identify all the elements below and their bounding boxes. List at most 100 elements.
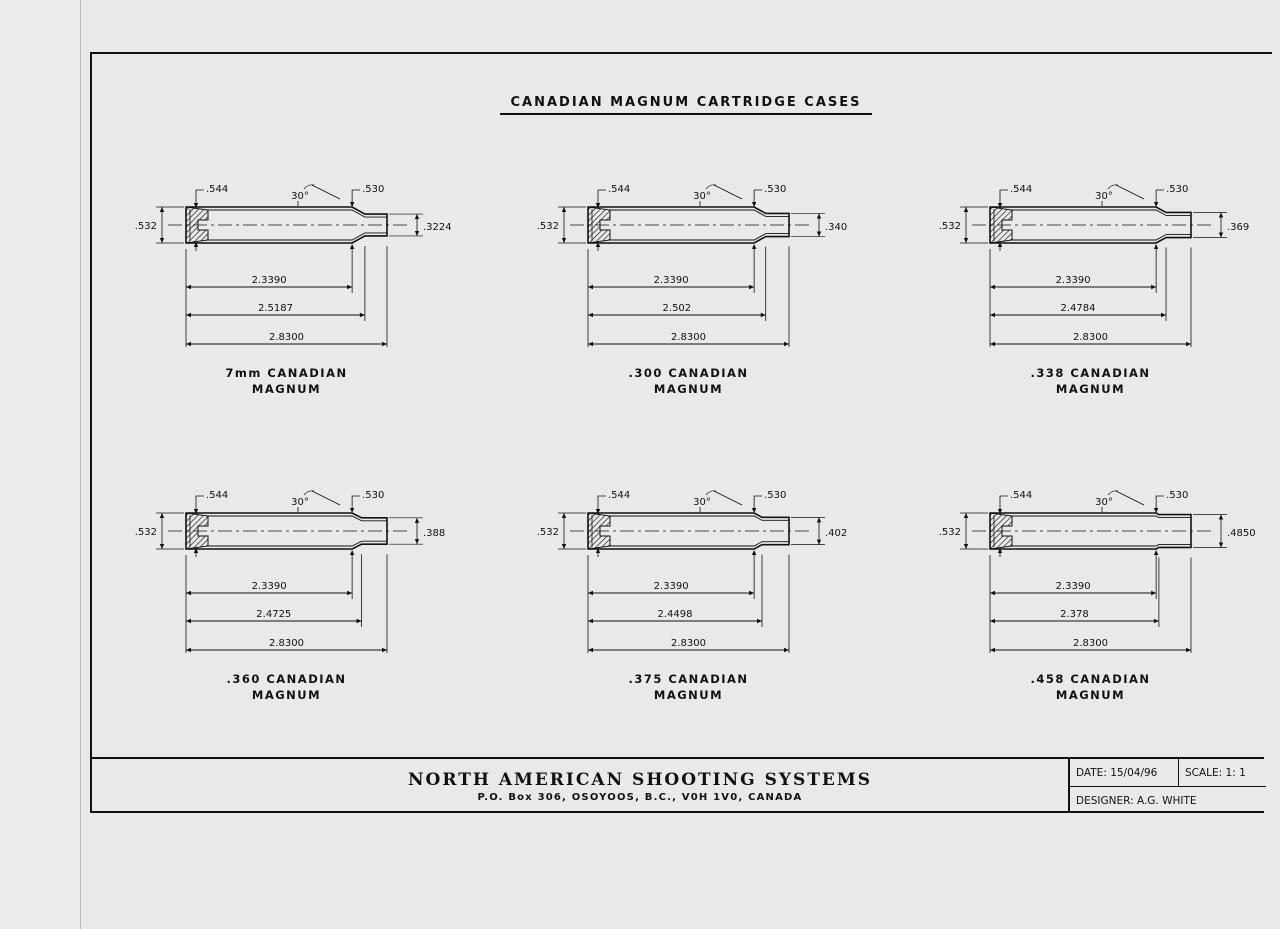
- arrowhead: [816, 231, 822, 237]
- arrowhead: [1153, 244, 1159, 249]
- leader-line: [351, 189, 361, 207]
- arrowhead: [561, 513, 567, 518]
- arrowhead: [595, 548, 601, 553]
- arrowhead: [588, 590, 593, 596]
- angle-arc: [303, 490, 315, 496]
- case-outline: [185, 512, 388, 550]
- angle-line: [713, 184, 743, 200]
- arrowhead: [159, 544, 165, 549]
- arrowhead: [588, 312, 593, 318]
- arrowhead: [349, 508, 355, 513]
- case-outline: [587, 206, 790, 244]
- cartridge-name-line2: MAGNUM: [653, 382, 724, 396]
- leader-line: [1155, 495, 1165, 513]
- angle-arc: [303, 184, 315, 190]
- shoulder-diameter-label: .530: [362, 184, 384, 195]
- arrowhead: [1186, 341, 1191, 347]
- shoulder-angle-label: 30°: [291, 497, 309, 508]
- arrowhead: [1161, 312, 1167, 318]
- shoulder-diameter-label: .530: [362, 490, 384, 501]
- neck-length-label: 2.4498: [657, 609, 692, 620]
- arrowhead: [414, 214, 420, 220]
- cartridge-name: .375 CANADIAN MAGNUM: [579, 671, 799, 703]
- leader-line: [753, 495, 763, 513]
- cartridge-name-line1: .375 CANADIAN: [628, 672, 749, 686]
- arrowhead: [193, 509, 199, 514]
- arrowhead: [990, 341, 995, 347]
- arrowhead: [963, 513, 969, 518]
- neck-length-label: 2.4725: [256, 609, 291, 620]
- angle-line: [311, 490, 341, 506]
- leader-line: [597, 495, 606, 514]
- arrowhead: [588, 341, 593, 347]
- shoulder-diameter-label: .530: [764, 490, 786, 501]
- arrowhead: [588, 647, 593, 653]
- neck-length-label: 2.4784: [1061, 303, 1096, 314]
- arrowhead: [159, 207, 165, 212]
- arrowhead: [1151, 590, 1157, 596]
- arrowhead: [784, 341, 789, 347]
- arrowhead: [347, 590, 353, 596]
- arrowhead: [382, 647, 387, 653]
- shoulder-angle-label: 30°: [291, 191, 309, 202]
- cartridge-name-line1: .300 CANADIAN: [628, 366, 749, 380]
- arrowhead: [751, 550, 757, 555]
- arrowhead: [816, 213, 822, 219]
- shoulder-diameter-label: .530: [1166, 490, 1188, 501]
- drawing-frame: [90, 52, 1272, 811]
- arrowhead: [749, 590, 755, 596]
- case-inner-wall: [206, 209, 387, 241]
- arrowhead: [749, 284, 755, 290]
- arrowhead: [186, 647, 191, 653]
- arrowhead: [751, 244, 757, 249]
- base-diameter-label: .544: [608, 490, 630, 501]
- leader-line: [351, 495, 361, 513]
- arrowhead: [186, 341, 191, 347]
- arrowhead: [588, 284, 593, 290]
- cartridge-name-line2: MAGNUM: [251, 688, 322, 702]
- neck-diameter-label: .369: [1227, 222, 1249, 233]
- neck-length-label: 2.378: [1060, 609, 1089, 620]
- rim-diameter-label: .532: [135, 527, 157, 538]
- angle-arc: [705, 490, 717, 496]
- designer-field: DESIGNER: A.G. WHITE: [1076, 795, 1197, 807]
- title-block: NORTH AMERICAN SHOOTING SYSTEMS P.O. Box…: [90, 757, 1266, 813]
- arrowhead: [990, 284, 995, 290]
- leader-line: [1155, 189, 1165, 207]
- arrowhead: [816, 539, 822, 545]
- case-outline: [989, 512, 1192, 550]
- cartridge-name-line2: MAGNUM: [251, 382, 322, 396]
- arrowhead: [193, 203, 199, 208]
- case-inner-wall: [1010, 209, 1191, 241]
- cartridge-name-line2: MAGNUM: [653, 688, 724, 702]
- arrowhead: [356, 618, 362, 624]
- arrowhead: [561, 207, 567, 212]
- arrowhead: [414, 230, 420, 236]
- cartridge-name-line1: .338 CANADIAN: [1030, 366, 1151, 380]
- neck-length-label: 2.502: [663, 303, 692, 314]
- rim-diameter-label: .532: [537, 527, 559, 538]
- base-diameter-label: .544: [206, 490, 228, 501]
- arrowhead: [349, 244, 355, 249]
- shoulder-angle-label: 30°: [1095, 191, 1113, 202]
- arrowhead: [193, 548, 199, 553]
- arrowhead: [561, 544, 567, 549]
- drawing-sheet: [80, 0, 1280, 929]
- arrowhead: [595, 242, 601, 247]
- shoulder-angle-label: 30°: [1095, 497, 1113, 508]
- neck-diameter-label: .3224: [423, 222, 452, 233]
- case-outline: [587, 512, 790, 550]
- cartridge-name-line1: .458 CANADIAN: [1030, 672, 1151, 686]
- arrowhead: [193, 242, 199, 247]
- arrowhead: [963, 207, 969, 212]
- neck-diameter-label: .388: [423, 528, 445, 539]
